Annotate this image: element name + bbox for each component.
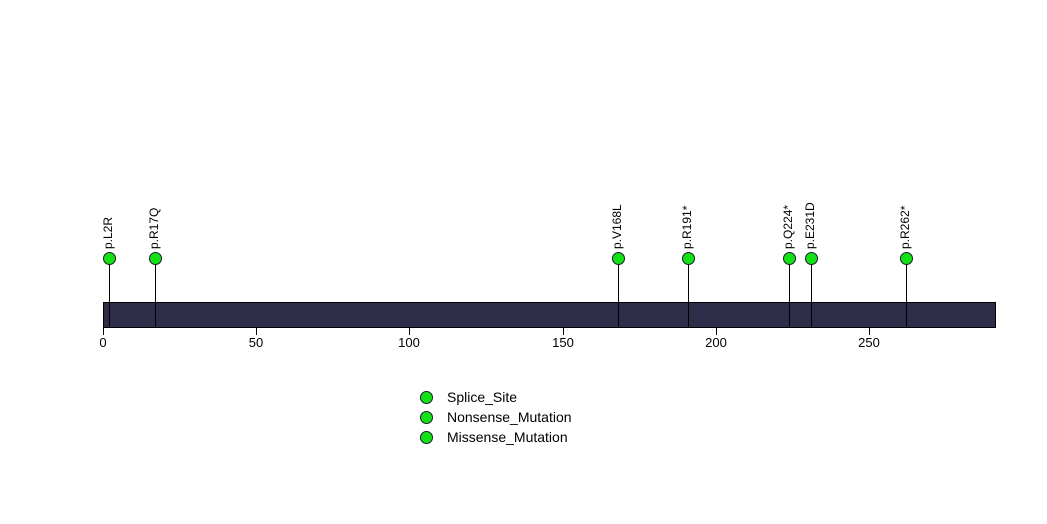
x-axis-tick [409,328,410,335]
x-axis-tick [103,328,104,335]
mutation-label: p.Q224* [781,204,795,249]
mutation-marker[interactable] [103,252,116,265]
x-axis-tick [869,328,870,335]
legend-marker-icon [420,411,433,424]
x-axis-tick-label: 250 [858,335,880,350]
legend-item-label: Missense_Mutation [447,429,568,445]
x-axis-tick-label: 200 [705,335,727,350]
x-axis-tick-label: 0 [99,335,107,350]
mutation-label: p.R191* [680,205,694,249]
lollipop-stem [155,258,156,328]
legend-marker-icon [420,391,433,404]
mutation-label: p.E231D [803,202,817,249]
lollipop-stem [618,258,619,328]
lollipop-stem [811,258,812,328]
x-axis-tick-label: 50 [248,335,264,350]
mutation-label: p.V168L [610,204,624,249]
protein-backbone-bar [103,302,996,328]
lollipop-stem [906,258,907,328]
mutation-label: p.L2R [101,216,115,249]
x-axis-tick-label: 100 [398,335,420,350]
mutation-marker[interactable] [612,252,625,265]
mutation-marker[interactable] [682,252,695,265]
mutation-marker[interactable] [900,252,913,265]
mutation-marker[interactable] [149,252,162,265]
x-axis-tick [256,328,257,335]
mutation-marker[interactable] [783,252,796,265]
lollipop-stem [109,258,110,328]
lollipop-stem [688,258,689,328]
x-axis-tick [563,328,564,335]
mutation-label: p.R262* [898,205,912,249]
legend-marker-icon [420,431,433,444]
lollipop-stem [789,258,790,328]
legend-item-label: Splice_Site [447,389,518,405]
x-axis-tick-label: 150 [552,335,574,350]
legend-item-label: Nonsense_Mutation [447,409,572,425]
x-axis-tick [716,328,717,335]
mutation-label: p.R17Q [147,207,161,249]
mutation-marker[interactable] [805,252,818,265]
